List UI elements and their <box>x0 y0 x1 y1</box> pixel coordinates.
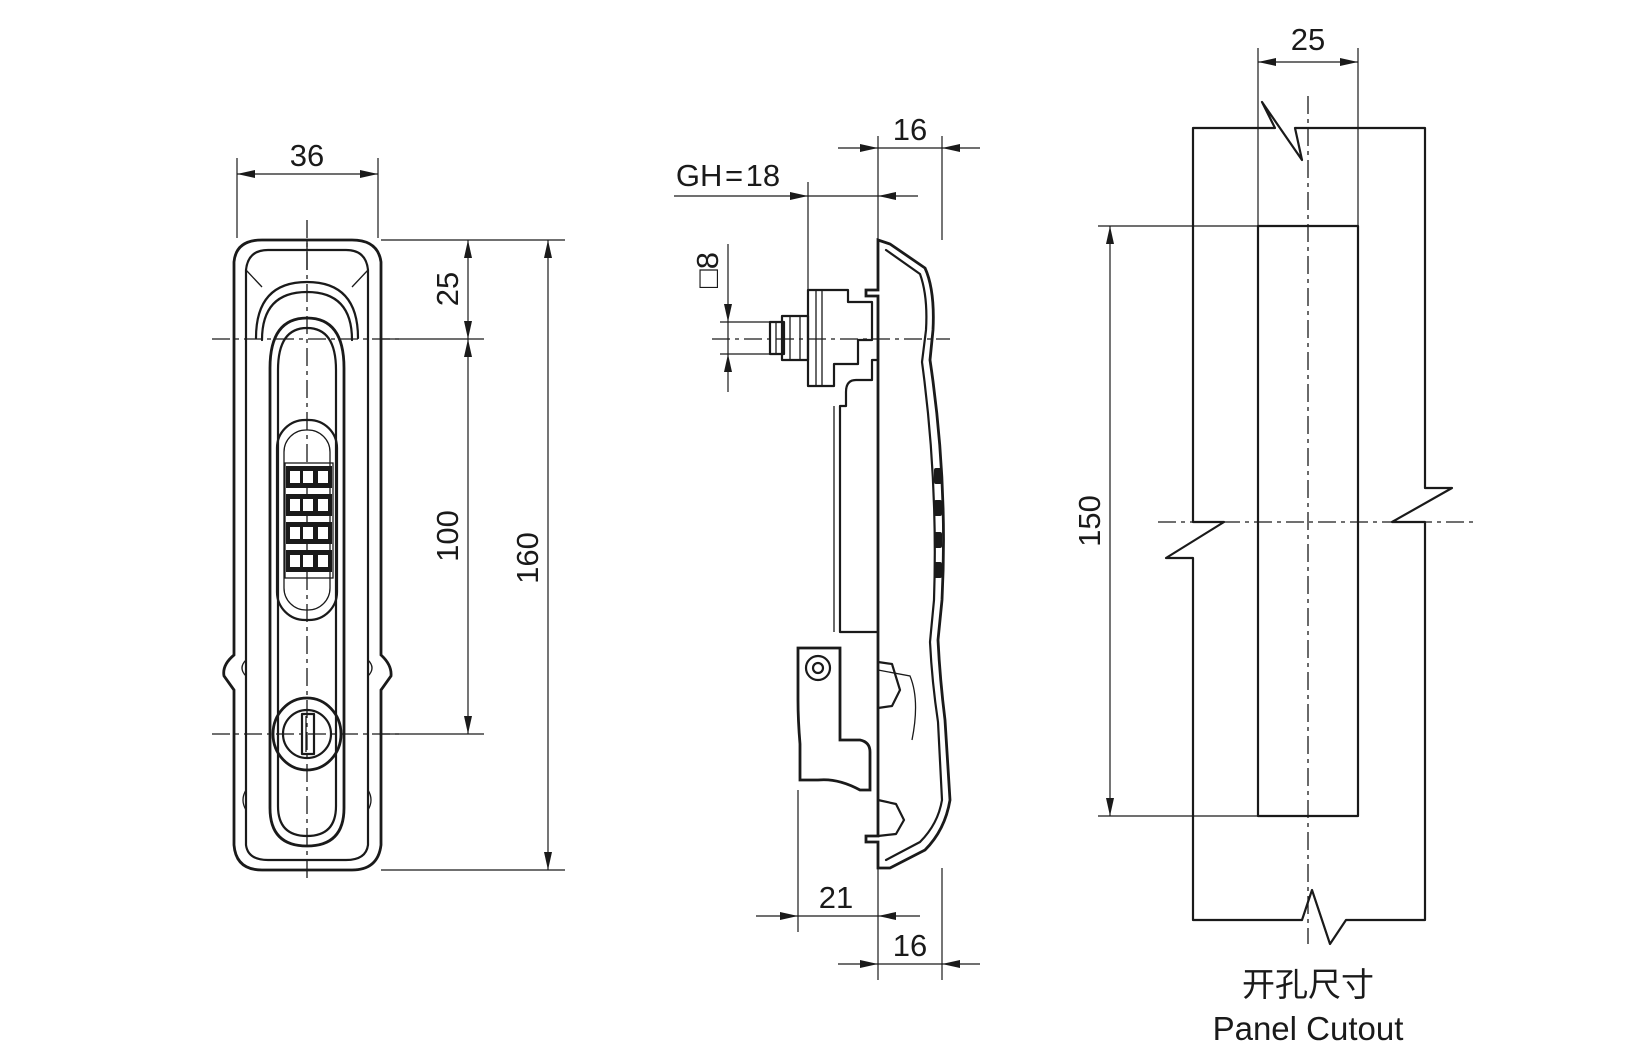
dim-bottom-offset-21: 21 <box>756 790 920 980</box>
dim-label: 25 <box>1291 22 1325 57</box>
dim-label: 160 <box>510 532 545 584</box>
handle <box>268 316 346 848</box>
dim-cutout-height-150: 150 <box>1072 225 1258 817</box>
caption-english: Panel Cutout <box>1213 1010 1404 1047</box>
dim-label: 21 <box>819 880 853 915</box>
dim-grip-height: GH = 18 <box>674 158 918 290</box>
dim-cutout-width-25: 25 <box>1257 22 1359 226</box>
front-view: 36 25 100 160 <box>212 138 565 880</box>
dim-bottom-depth-16: 16 <box>838 868 980 980</box>
dim-height-160: 160 <box>510 240 552 870</box>
dim-top-offset-25: 25 <box>430 240 472 339</box>
panel-outline <box>1164 100 1454 946</box>
caption-chinese: 开孔尺寸 <box>1242 966 1374 1003</box>
dim-label: 16 <box>893 928 927 963</box>
latch-cam <box>796 646 872 792</box>
dim-square-8: □8 <box>690 244 770 392</box>
dim-spacing-100: 100 <box>430 339 472 734</box>
dim-label: 16 <box>893 112 927 147</box>
dim-label: 36 <box>290 138 324 173</box>
dim-top-depth-16: 16 <box>838 112 980 240</box>
housing-outline <box>222 238 393 872</box>
panel-cutout-view: 25 150 开孔尺寸 Panel Cutout <box>1072 22 1474 1047</box>
dim-label: 100 <box>430 510 465 562</box>
bezel-profile <box>864 238 952 870</box>
dim-label: 150 <box>1072 495 1107 547</box>
dim-width-36: 36 <box>236 138 379 238</box>
side-view: 16 GH = 18 □8 21 <box>674 112 980 980</box>
dim-label: □8 <box>690 252 725 288</box>
spindle <box>768 314 810 362</box>
key-cylinder <box>271 696 343 772</box>
dim-label: 25 <box>430 272 465 306</box>
combination-dials <box>284 462 334 579</box>
dim-label: GH = 18 <box>676 158 780 193</box>
